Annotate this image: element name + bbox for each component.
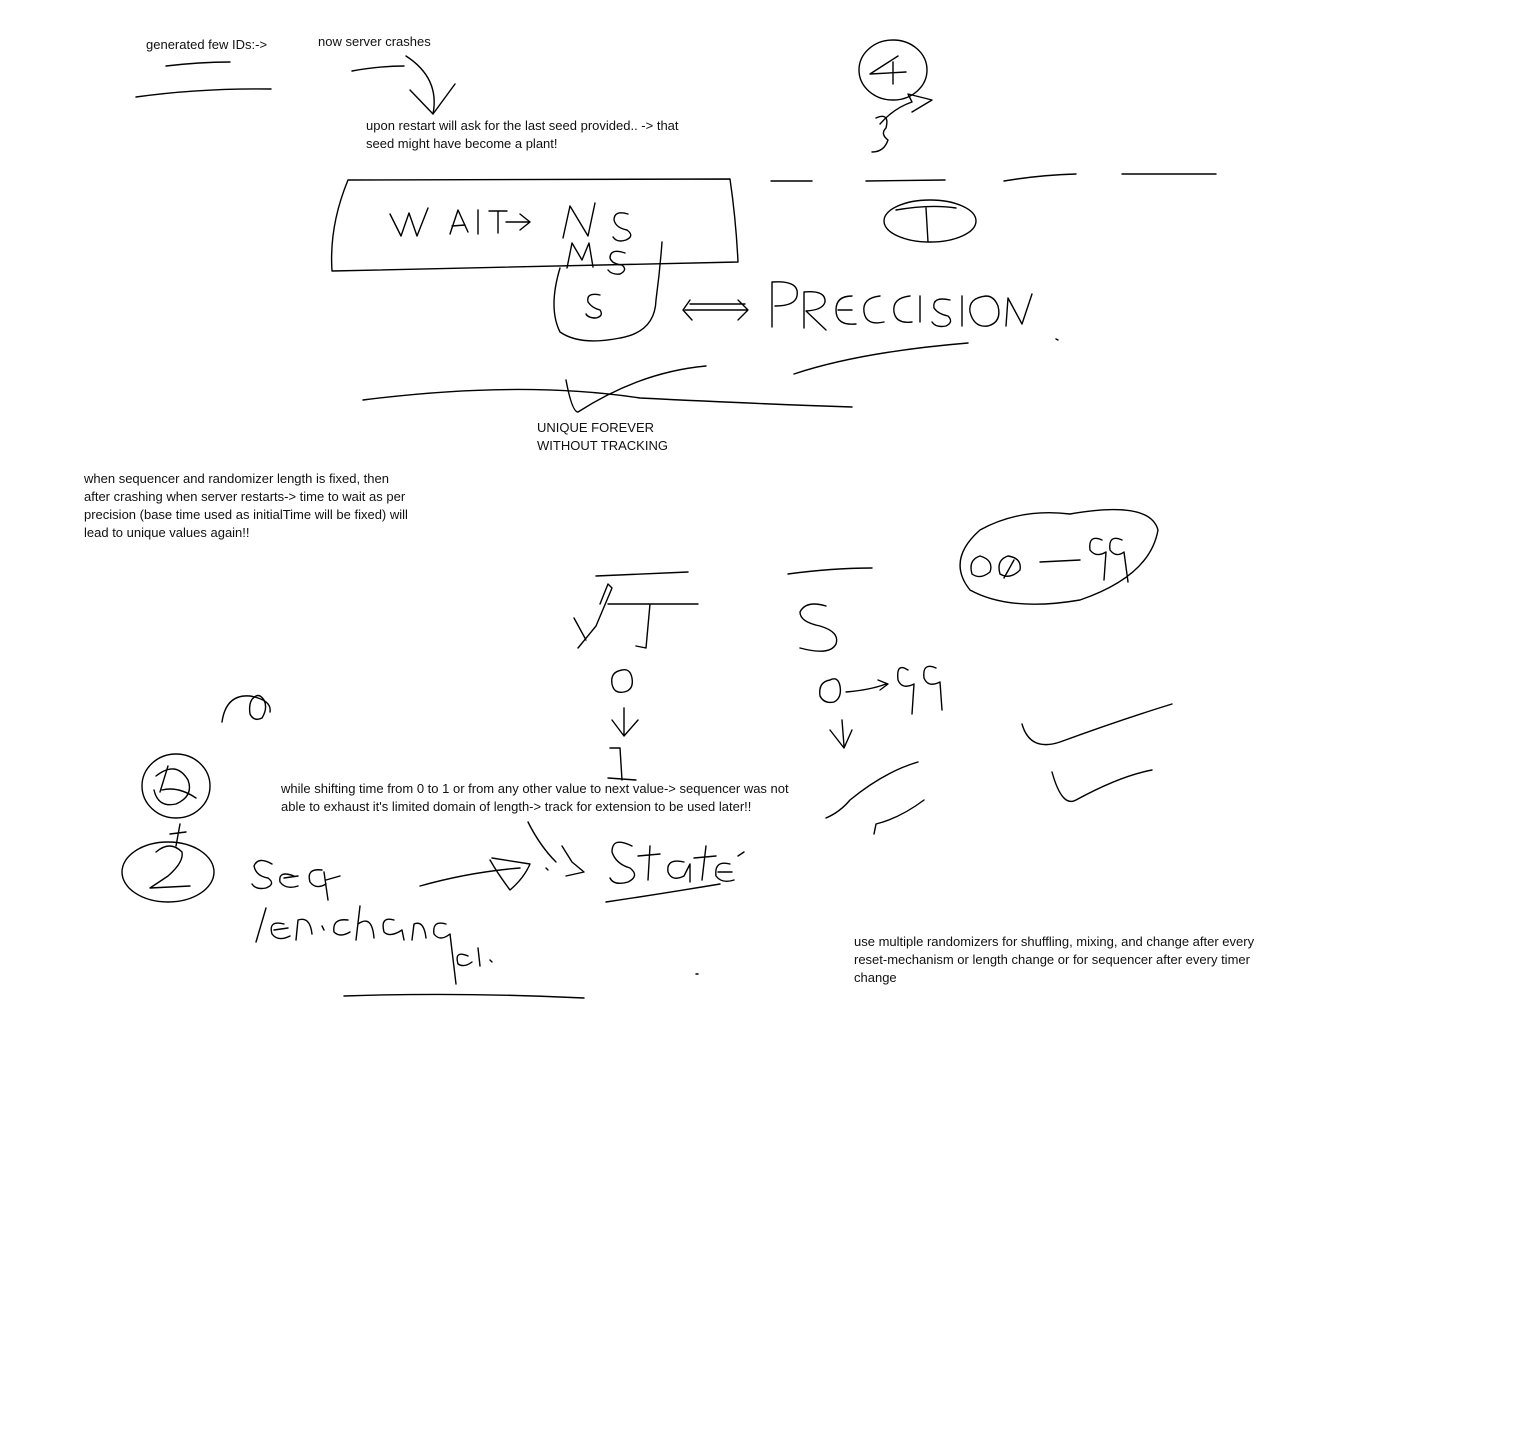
ink-double-arrow (682, 299, 749, 321)
note-multiple-randomizers: use multiple randomizers for shuffling, … (854, 934, 1255, 985)
ink-word-seq (251, 859, 341, 901)
ink-letter-s (612, 212, 632, 242)
ink-word-state (609, 841, 745, 885)
ink-dot (1055, 338, 1059, 341)
ink-checkmark (565, 365, 707, 413)
ink-arc-0 (221, 695, 271, 723)
ink-dot-arrow (545, 845, 585, 877)
ink-arrow-head (409, 83, 456, 115)
ink-arrow-right (845, 679, 889, 693)
ink-check-3 (1021, 703, 1173, 746)
ink-letter-e (835, 295, 857, 325)
ink-arrow-to-state-head (489, 857, 531, 891)
ink-arrow-0-1 (611, 707, 639, 737)
ink-letter-s2 (931, 298, 952, 328)
ink-t-mark (573, 583, 699, 649)
ink-digit-1b (153, 765, 197, 806)
ink-letter-a (449, 209, 469, 235)
note-shifting-time: while shifting time from 0 to 1 or from … (281, 781, 789, 814)
ink-circle-t (883, 199, 977, 243)
ink-letter-t (488, 210, 508, 234)
ink-digit-3 (871, 115, 889, 153)
ink-letter-n2 (1005, 293, 1033, 327)
note-restart-seed: upon restart will ask for the last seed … (366, 118, 679, 151)
ink-digit-4 (869, 55, 907, 85)
ink-wait-box (330, 178, 739, 272)
ink-dash-2 (865, 179, 946, 182)
ink-curve-from-note (527, 821, 557, 863)
ink-digit-00 (970, 555, 1021, 579)
ink-letter-n (562, 202, 596, 239)
ink-letter-c1 (863, 295, 885, 324)
ink-digit-0a (611, 668, 634, 694)
ink-letter-p (771, 281, 798, 328)
ink-letter-c2 (893, 295, 913, 323)
ink-check-4 (1051, 769, 1153, 803)
ink-circle-4 (858, 39, 928, 101)
ink-underline-crashes (351, 65, 405, 72)
ink-dash-s-top (787, 567, 873, 575)
ink-circle-1 (141, 753, 211, 819)
ink-seq-underline (343, 993, 585, 999)
ink-check-2 (873, 799, 925, 835)
ink-letter-arrow (505, 213, 531, 231)
ink-digit-2 (149, 845, 191, 889)
ink-dash-00-99 (1039, 559, 1081, 563)
ink-digit-1 (607, 747, 637, 781)
ink-underline-long (135, 88, 272, 98)
ink-arrow-to-state (419, 867, 521, 887)
ink-arrow-down-curve (405, 55, 435, 115)
ink-circle-2 (121, 841, 215, 903)
ink-state-underline (605, 883, 721, 903)
ink-arrow-up (879, 93, 933, 125)
note-unique-forever: UNIQUE FOREVER WITHOUT TRACKING (537, 420, 668, 453)
ink-word-len-change (255, 905, 493, 985)
ink-long-line (362, 388, 853, 408)
ink-s-circle (553, 241, 663, 342)
ink-letter-ms (566, 242, 626, 275)
note-fixed-length: when sequencer and randomizer length is … (84, 471, 408, 540)
ink-dash-t-top (595, 571, 689, 577)
ink-digit-99 (897, 665, 943, 715)
ink-oval-00-99 (959, 508, 1159, 605)
ink-dash-3 (1003, 173, 1077, 182)
ink-digit-0c (248, 694, 267, 721)
ink-letter-s3 (799, 603, 838, 652)
ink-letter-w (389, 207, 429, 237)
ink-check-1 (825, 761, 919, 819)
note-generated-ids: generated few IDs:-> (146, 37, 268, 52)
ink-arrow-down-s (829, 719, 853, 749)
ink-digit-99b (1089, 537, 1129, 583)
note-server-crashes: now server crashes (318, 34, 431, 49)
ink-s-circle-letter (585, 293, 603, 319)
ink-underline-short (165, 61, 231, 67)
ink-precision-underline (793, 342, 969, 375)
ink-letter-o (969, 295, 1000, 327)
ink-digit-0b (819, 678, 842, 704)
ink-letter-r (803, 291, 827, 331)
ink-letter-t2 (895, 205, 957, 243)
